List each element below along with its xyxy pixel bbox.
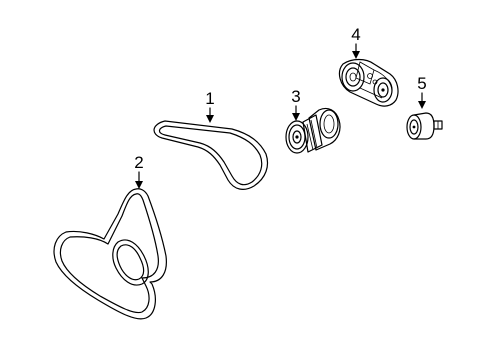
callout-4: 4 [351,25,360,44]
water-pump [285,107,341,154]
belt-serpentine [153,120,269,190]
callout-3: 3 [291,87,300,106]
callout-5: 5 [417,74,426,93]
belt-tensioner [338,58,399,107]
callout-2: 2 [134,153,143,172]
idler-pulley [406,112,443,140]
callout-leaders [135,43,426,189]
belt-secondary [53,188,167,320]
callout-1: 1 [205,89,214,108]
